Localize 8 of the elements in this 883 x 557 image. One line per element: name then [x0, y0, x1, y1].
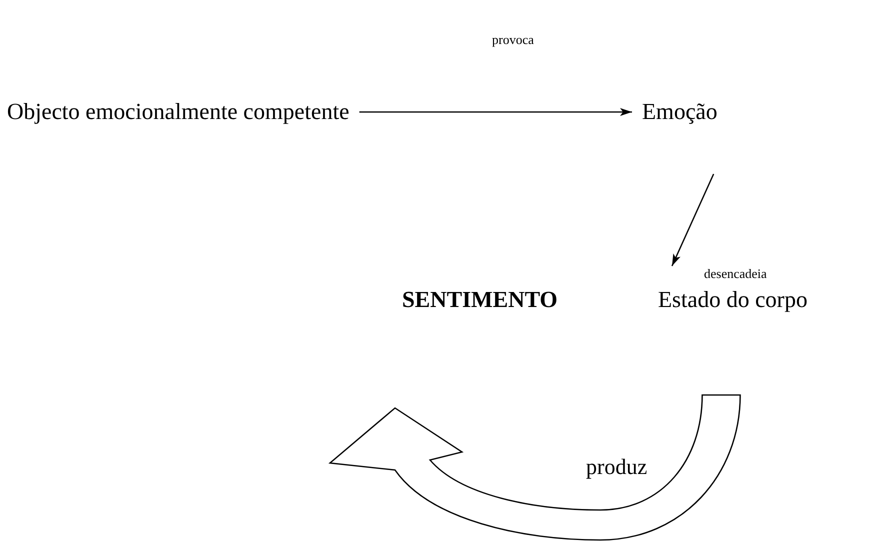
arrow: [671, 174, 714, 266]
node-text: Estado do corpo: [658, 286, 808, 314]
arrow: [359, 108, 632, 116]
heading-text: SENTIMENTO: [402, 286, 558, 314]
node-text: Emoção: [642, 98, 718, 126]
edge-label: produz: [585, 454, 648, 480]
node-text: Objecto emocionalmente competente: [7, 98, 350, 126]
curved-block-arrow: [329, 394, 741, 541]
